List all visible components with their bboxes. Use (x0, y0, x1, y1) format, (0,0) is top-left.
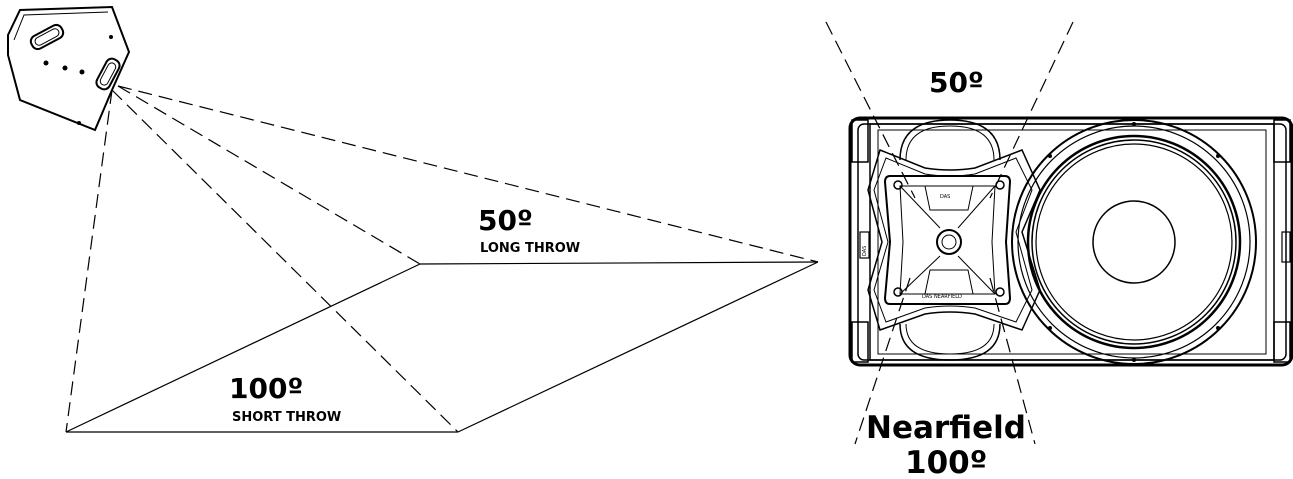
long-throw-label: LONG THROW (480, 241, 580, 256)
brand-badge: DAS (862, 246, 868, 256)
handle-icon (29, 23, 65, 51)
nearfield-angle: 100º (905, 445, 987, 479)
long-throw-angle: 50º (478, 204, 533, 237)
horn-top-label: DAS (940, 194, 950, 200)
speaker-side-view (7, 5, 131, 132)
woofer (1011, 119, 1257, 365)
coverage-lines (65, 85, 819, 433)
speaker-front-view: DAS DAS DAS NEARFIELD (825, 21, 1293, 445)
nearfield-label: Nearfield (866, 410, 1026, 446)
top-angle: 50º (929, 66, 984, 99)
handle-icon (95, 57, 121, 91)
short-throw-label: SHORT THROW (232, 410, 341, 425)
horn-bottom-label: DAS NEARFIELD (922, 294, 962, 300)
short-throw-angle: 100º (229, 372, 303, 405)
